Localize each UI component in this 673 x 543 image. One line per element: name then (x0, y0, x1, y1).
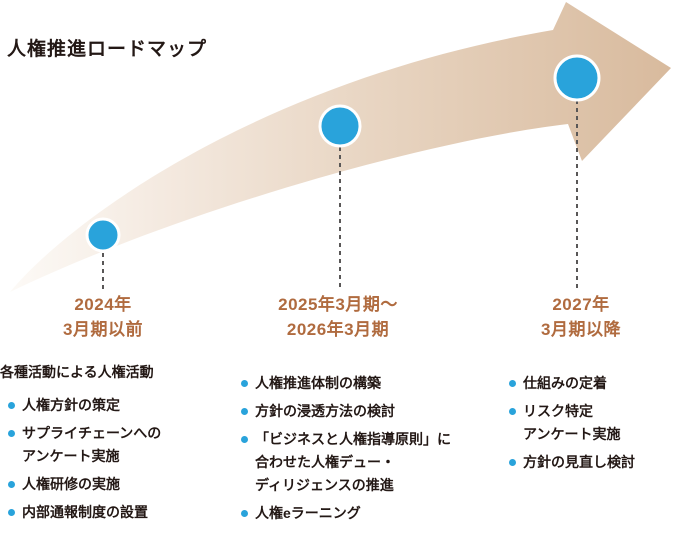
list-item-text: 人権研修の実施 (22, 476, 120, 492)
list-item-text: リスク特定 アンケート実施 (523, 403, 621, 442)
list-item-text: 人権方針の策定 (22, 397, 120, 413)
bullet-dot-icon (509, 459, 516, 466)
bullet-dot-icon (8, 481, 15, 488)
date-line: 2026年3月期 (286, 320, 390, 339)
phase-1-activities: 各種活動による人権活動 人権方針の策定 サプライチェーンへの アンケート実施 人… (0, 361, 235, 529)
date-line: 3月期以前 (63, 320, 143, 339)
bullet-dot-icon (8, 509, 15, 516)
bullet-dot-icon (241, 380, 248, 387)
list-item: 「ビジネスと人権指導原則」に 合わせた人権デュー・ ディリジェンスの推進 (233, 428, 473, 497)
phase-3-activities: 仕組みの定着 リスク特定 アンケート実施 方針の見直し検討 (501, 372, 673, 479)
list-item: サプライチェーンへの アンケート実施 (0, 422, 235, 468)
list-item-text: サプライチェーンへの アンケート実施 (22, 425, 162, 464)
date-line: 3月期以降 (541, 320, 621, 339)
list-item-text: 人権eラーニング (255, 505, 361, 521)
list-item: リスク特定 アンケート実施 (501, 400, 673, 446)
list-item: 人権推進体制の構築 (233, 372, 473, 395)
bullet-dot-icon (8, 430, 15, 437)
list-item-text: 方針の浸透方法の検討 (255, 403, 395, 419)
date-line: 2027年 (552, 295, 610, 314)
date-line: 2024年 (74, 295, 132, 314)
roadmap-arrow-graphic (10, 2, 671, 292)
list-item: 仕組みの定着 (501, 372, 673, 395)
phase-1-header: 各種活動による人権活動 (0, 364, 154, 380)
bullet-dot-icon (8, 402, 15, 409)
list-item: 人権方針の策定 (0, 394, 235, 417)
milestone-date-1: 2024年 3月期以前 (0, 292, 208, 342)
bullet-dot-icon (241, 436, 248, 443)
milestone-dot-2 (318, 104, 362, 148)
list-item: 人権eラーニング (233, 502, 473, 525)
bullet-dot-icon (241, 510, 248, 517)
bullet-dot-icon (509, 380, 516, 387)
list-item-text: 内部通報制度の設置 (22, 504, 148, 520)
list-item: 人権研修の実施 (0, 473, 235, 496)
phase-2-activities: 人権推進体制の構築 方針の浸透方法の検討 「ビジネスと人権指導原則」に 合わせた… (233, 372, 473, 530)
milestone-dot-1 (85, 217, 121, 253)
list-item-text: 人権推進体制の構築 (255, 375, 381, 391)
list-item-text: 方針の見直し検討 (523, 454, 635, 470)
list-item-text: 「ビジネスと人権指導原則」に 合わせた人権デュー・ ディリジェンスの推進 (255, 431, 451, 493)
bullet-dot-icon (241, 408, 248, 415)
list-item: 方針の浸透方法の検討 (233, 400, 473, 423)
page-title: 人権推進ロードマップ (7, 39, 208, 60)
milestone-dot-3 (553, 54, 601, 102)
list-item: 内部通報制度の設置 (0, 501, 235, 524)
list-item: 方針の見直し検討 (501, 451, 673, 474)
list-item-text: 仕組みの定着 (523, 375, 607, 391)
date-line: 2025年3月期～ (278, 295, 398, 314)
bullet-dot-icon (509, 408, 516, 415)
milestone-date-3: 2027年 3月期以降 (476, 292, 673, 342)
milestone-date-2: 2025年3月期～ 2026年3月期 (233, 292, 443, 342)
